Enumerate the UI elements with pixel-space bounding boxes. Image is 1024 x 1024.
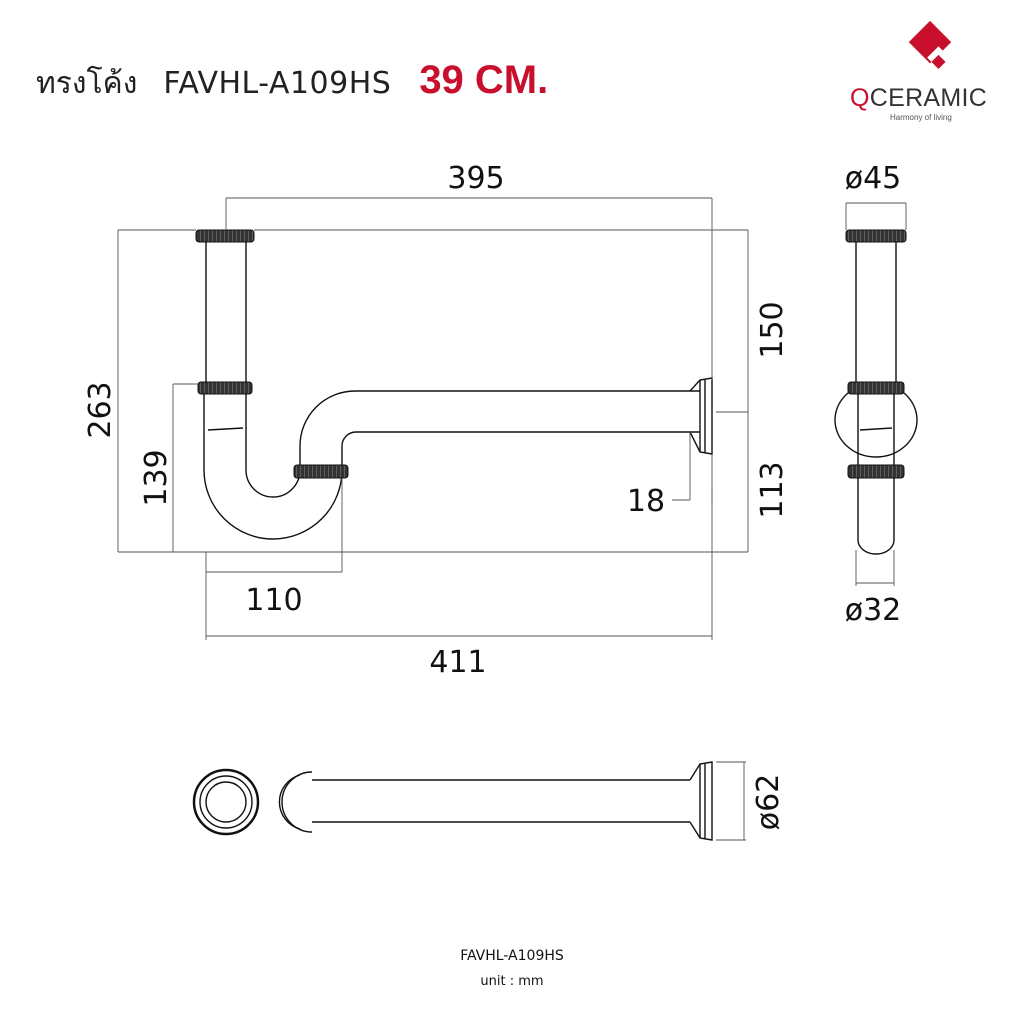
side-middle-nut: [847, 381, 905, 395]
top-nut: [195, 229, 255, 243]
dimension-lines: [117, 197, 749, 640]
title-size: 39 CM.: [419, 58, 549, 102]
dim-upper-height: 150: [755, 301, 790, 358]
dim-offset: 18: [627, 484, 665, 519]
title-thai: ทรงโค้ง: [36, 66, 138, 101]
footer-model: FAVHL-A109HS: [460, 948, 564, 964]
logo-tagline: Harmony of living: [890, 113, 952, 122]
logo-q: Q: [850, 84, 870, 112]
side-dimension-lines: [845, 202, 907, 586]
dim-lower-height: 113: [755, 461, 790, 518]
middle-nut: [197, 381, 253, 395]
footer-unit: unit : mm: [480, 974, 544, 989]
dim-flange-diameter: ø62: [751, 774, 786, 831]
dim-top-diameter: ø45: [845, 161, 902, 196]
bend-nut: [293, 464, 349, 479]
dim-top-length: 395: [447, 161, 504, 196]
side-top-nut: [845, 229, 907, 243]
front-view-trap: [203, 242, 713, 540]
top-dimension-lines: [716, 761, 746, 841]
dim-trap-width: 110: [245, 583, 302, 618]
logo-ceramic: CERAMIC: [869, 84, 988, 112]
dim-bottom-diameter: ø32: [845, 593, 902, 628]
logo-diamond-icon: [908, 20, 952, 69]
side-lower-nut: [847, 464, 905, 479]
top-view-trap: [192, 761, 713, 841]
brand-logo: QCERAMIC Harmony of living: [850, 20, 1010, 130]
title-model: FAVHL-A109HS: [163, 66, 392, 101]
dim-total-length: 411: [429, 645, 486, 680]
side-view-trap: [834, 242, 918, 555]
dim-total-height: 263: [83, 381, 118, 438]
page-header: ทรงโค้ง FAVHL-A109HS 39 CM.: [36, 58, 548, 108]
logo-brand-name: QCERAMIC: [850, 84, 987, 113]
dim-inner-height: 139: [139, 449, 174, 506]
